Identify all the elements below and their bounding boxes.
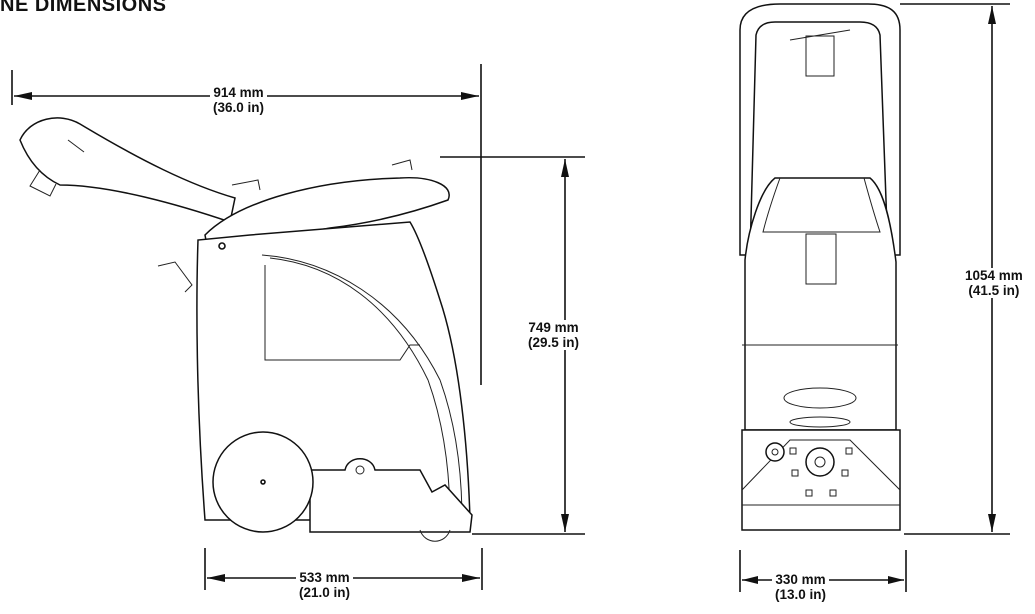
front-height-imperial: (41.5 in) — [968, 283, 1020, 298]
front-width-metric: 330 mm — [775, 572, 826, 587]
front-view-machine — [739, 3, 901, 531]
dimension-label-side-width: 533 mm (21.0 in) — [296, 570, 354, 600]
side-length-imperial: (36.0 in) — [213, 100, 265, 115]
page-heading: NE DIMENSIONS — [0, 0, 167, 16]
dimension-label-side-height: 749 mm (29.5 in) — [525, 320, 583, 350]
side-width-imperial: (21.0 in) — [299, 585, 351, 600]
side-length-metric: 914 mm — [213, 85, 264, 100]
front-width-imperial: (13.0 in) — [775, 587, 827, 602]
dimension-label-side-length: 914 mm (36.0 in) — [210, 85, 268, 115]
side-width-metric: 533 mm — [299, 570, 350, 585]
front-height-metric: 1054 mm — [965, 268, 1023, 283]
side-height-imperial: (29.5 in) — [528, 335, 580, 350]
side-view-machine — [19, 117, 473, 542]
dimension-label-front-width: 330 mm (13.0 in) — [772, 572, 830, 602]
dimension-label-front-height: 1054 mm (41.5 in) — [962, 268, 1026, 298]
side-height-metric: 749 mm — [528, 320, 579, 335]
